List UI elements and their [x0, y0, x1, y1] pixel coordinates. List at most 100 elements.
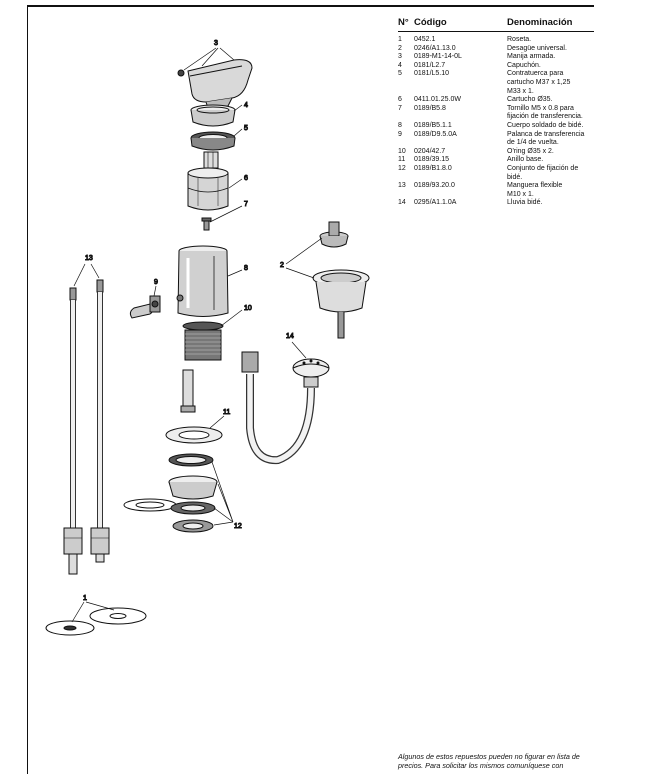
part-oring-thread: [180, 321, 224, 413]
footnote-line-2: precios. Para solicitar los mismos comun…: [398, 761, 564, 770]
table-row: 11 0189/39.15 Anillo base.: [398, 156, 594, 165]
row-number: 7: [398, 104, 402, 112]
callout-7: 7: [244, 201, 248, 208]
callout-14: 14: [286, 333, 294, 340]
diagram-svg: 3 4 5 6 7 8: [45, 40, 370, 636]
row-name-line: Conjunto de fijación de: [507, 164, 579, 172]
part-fixing-set: [123, 453, 218, 533]
row-number: 1: [398, 36, 402, 43]
row-name: Capuchón.: [507, 62, 594, 71]
row-number: 13: [398, 182, 406, 190]
row-name-line: Desagüe universal.: [507, 44, 567, 52]
row-name-line: Capuchón.: [507, 61, 541, 69]
callout-11: 11: [223, 409, 230, 416]
row-code: 0189-M1-14-0L: [414, 53, 462, 61]
row-name: Anillo base.: [507, 156, 594, 165]
row-code: 0189/B5.1.1: [414, 121, 452, 129]
part-lock-nut: [190, 131, 236, 151]
row-number: 10: [398, 147, 406, 155]
row-name-line: M33 x 1.: [507, 87, 534, 95]
row-name-line: Contratuerca para: [507, 70, 564, 78]
exploded-parts-diagram: 3 4 5 6 7 8: [28, 8, 388, 774]
row-code: 0181/L5.10: [414, 70, 450, 78]
table-row: 8 0189/B5.1.1 Cuerpo soldado de bidé.: [398, 122, 594, 131]
row-name: O'ring Ø35 x 2.: [507, 148, 594, 157]
row-name: Cartucho Ø35.: [507, 96, 594, 105]
row-name-line: Roseta.: [507, 36, 532, 43]
row-code: 0295/A1.1.0A: [414, 199, 457, 207]
row-code: 0189/B1.8.0: [414, 164, 452, 172]
callout-9: 9: [154, 279, 158, 286]
row-name-line: Lluvia bidé.: [507, 199, 543, 207]
part-base-ring: [165, 426, 223, 444]
row-number: 14: [398, 199, 406, 207]
callout-10: 10: [244, 305, 252, 312]
row-number: 12: [398, 164, 406, 172]
row-name-line: bidé.: [507, 173, 523, 181]
callout-1: 1: [83, 595, 87, 602]
row-code: 0246/A1.13.0: [414, 44, 456, 52]
footnote-line-1: Algunos de estos repuestos pueden no fig…: [398, 752, 580, 761]
part-bidet-spray: [241, 351, 330, 465]
row-name: Cuerpo soldado de bidé.: [507, 122, 594, 131]
row-name-line: Manguera flexible: [507, 182, 563, 190]
part-universal-drain: [312, 221, 370, 339]
table-header: N° Código Denominación: [398, 12, 594, 28]
row-name-line: M10 x 1.: [507, 190, 534, 198]
part-body: [176, 245, 229, 317]
row-number: 4: [398, 61, 402, 69]
row-number: 9: [398, 130, 402, 138]
top-rule: [27, 5, 594, 7]
callout-2: 2: [280, 262, 284, 269]
row-name-line: Anillo base.: [507, 156, 544, 164]
row-name-line: Cartucho Ø35.: [507, 96, 553, 104]
callout-4: 4: [244, 102, 248, 109]
row-code: 0189/D9.5.0A: [414, 130, 457, 138]
row-name-line: Tornillo M5 x 0.8 para: [507, 104, 574, 112]
part-screw: [201, 217, 212, 231]
row-number: 6: [398, 96, 402, 104]
row-number: 11: [398, 156, 406, 164]
part-rosettes: [45, 607, 147, 636]
row-code: 0189/39.15: [414, 156, 450, 164]
row-name-line: cartucho M37 x 1,25: [507, 78, 571, 86]
callout-8: 8: [244, 265, 248, 272]
row-code: 0189/93.20.0: [414, 182, 455, 190]
callout-5: 5: [244, 125, 248, 132]
row-name: Desagüe universal.: [507, 45, 594, 54]
callout-13: 13: [85, 255, 93, 262]
part-flexible-hoses: [63, 279, 110, 575]
row-name-line: Palanca de transferencia: [507, 130, 585, 138]
row-number: 2: [398, 44, 402, 52]
callout-3: 3: [214, 40, 218, 47]
row-code: 0411.01.25.0W: [414, 96, 461, 104]
row-name-line: Manija armada.: [507, 53, 556, 61]
table-row: 6 0411.01.25.0W Cartucho Ø35.: [398, 96, 594, 105]
row-name-line: fijación de transferencia.: [507, 113, 583, 121]
table-row: 10 0204/42.7 O'ring Ø35 x 2.: [398, 148, 594, 157]
row-number: 5: [398, 70, 402, 78]
row-name-line: de 1/4 de vuelta.: [507, 139, 559, 147]
row-name-line: Cuerpo soldado de bidé.: [507, 121, 584, 129]
row-name: Roseta.: [507, 36, 594, 45]
table-row: 14 0295/A1.1.0A Lluvia bidé.: [398, 199, 594, 208]
part-cap: [190, 104, 236, 127]
header-code: Código: [414, 17, 447, 28]
header-rule: [398, 31, 594, 32]
row-code: 0204/42.7: [414, 147, 446, 155]
header-number: N°: [398, 17, 409, 28]
row-number: 8: [398, 121, 402, 129]
row-name-line: O'ring Ø35 x 2.: [507, 147, 554, 155]
